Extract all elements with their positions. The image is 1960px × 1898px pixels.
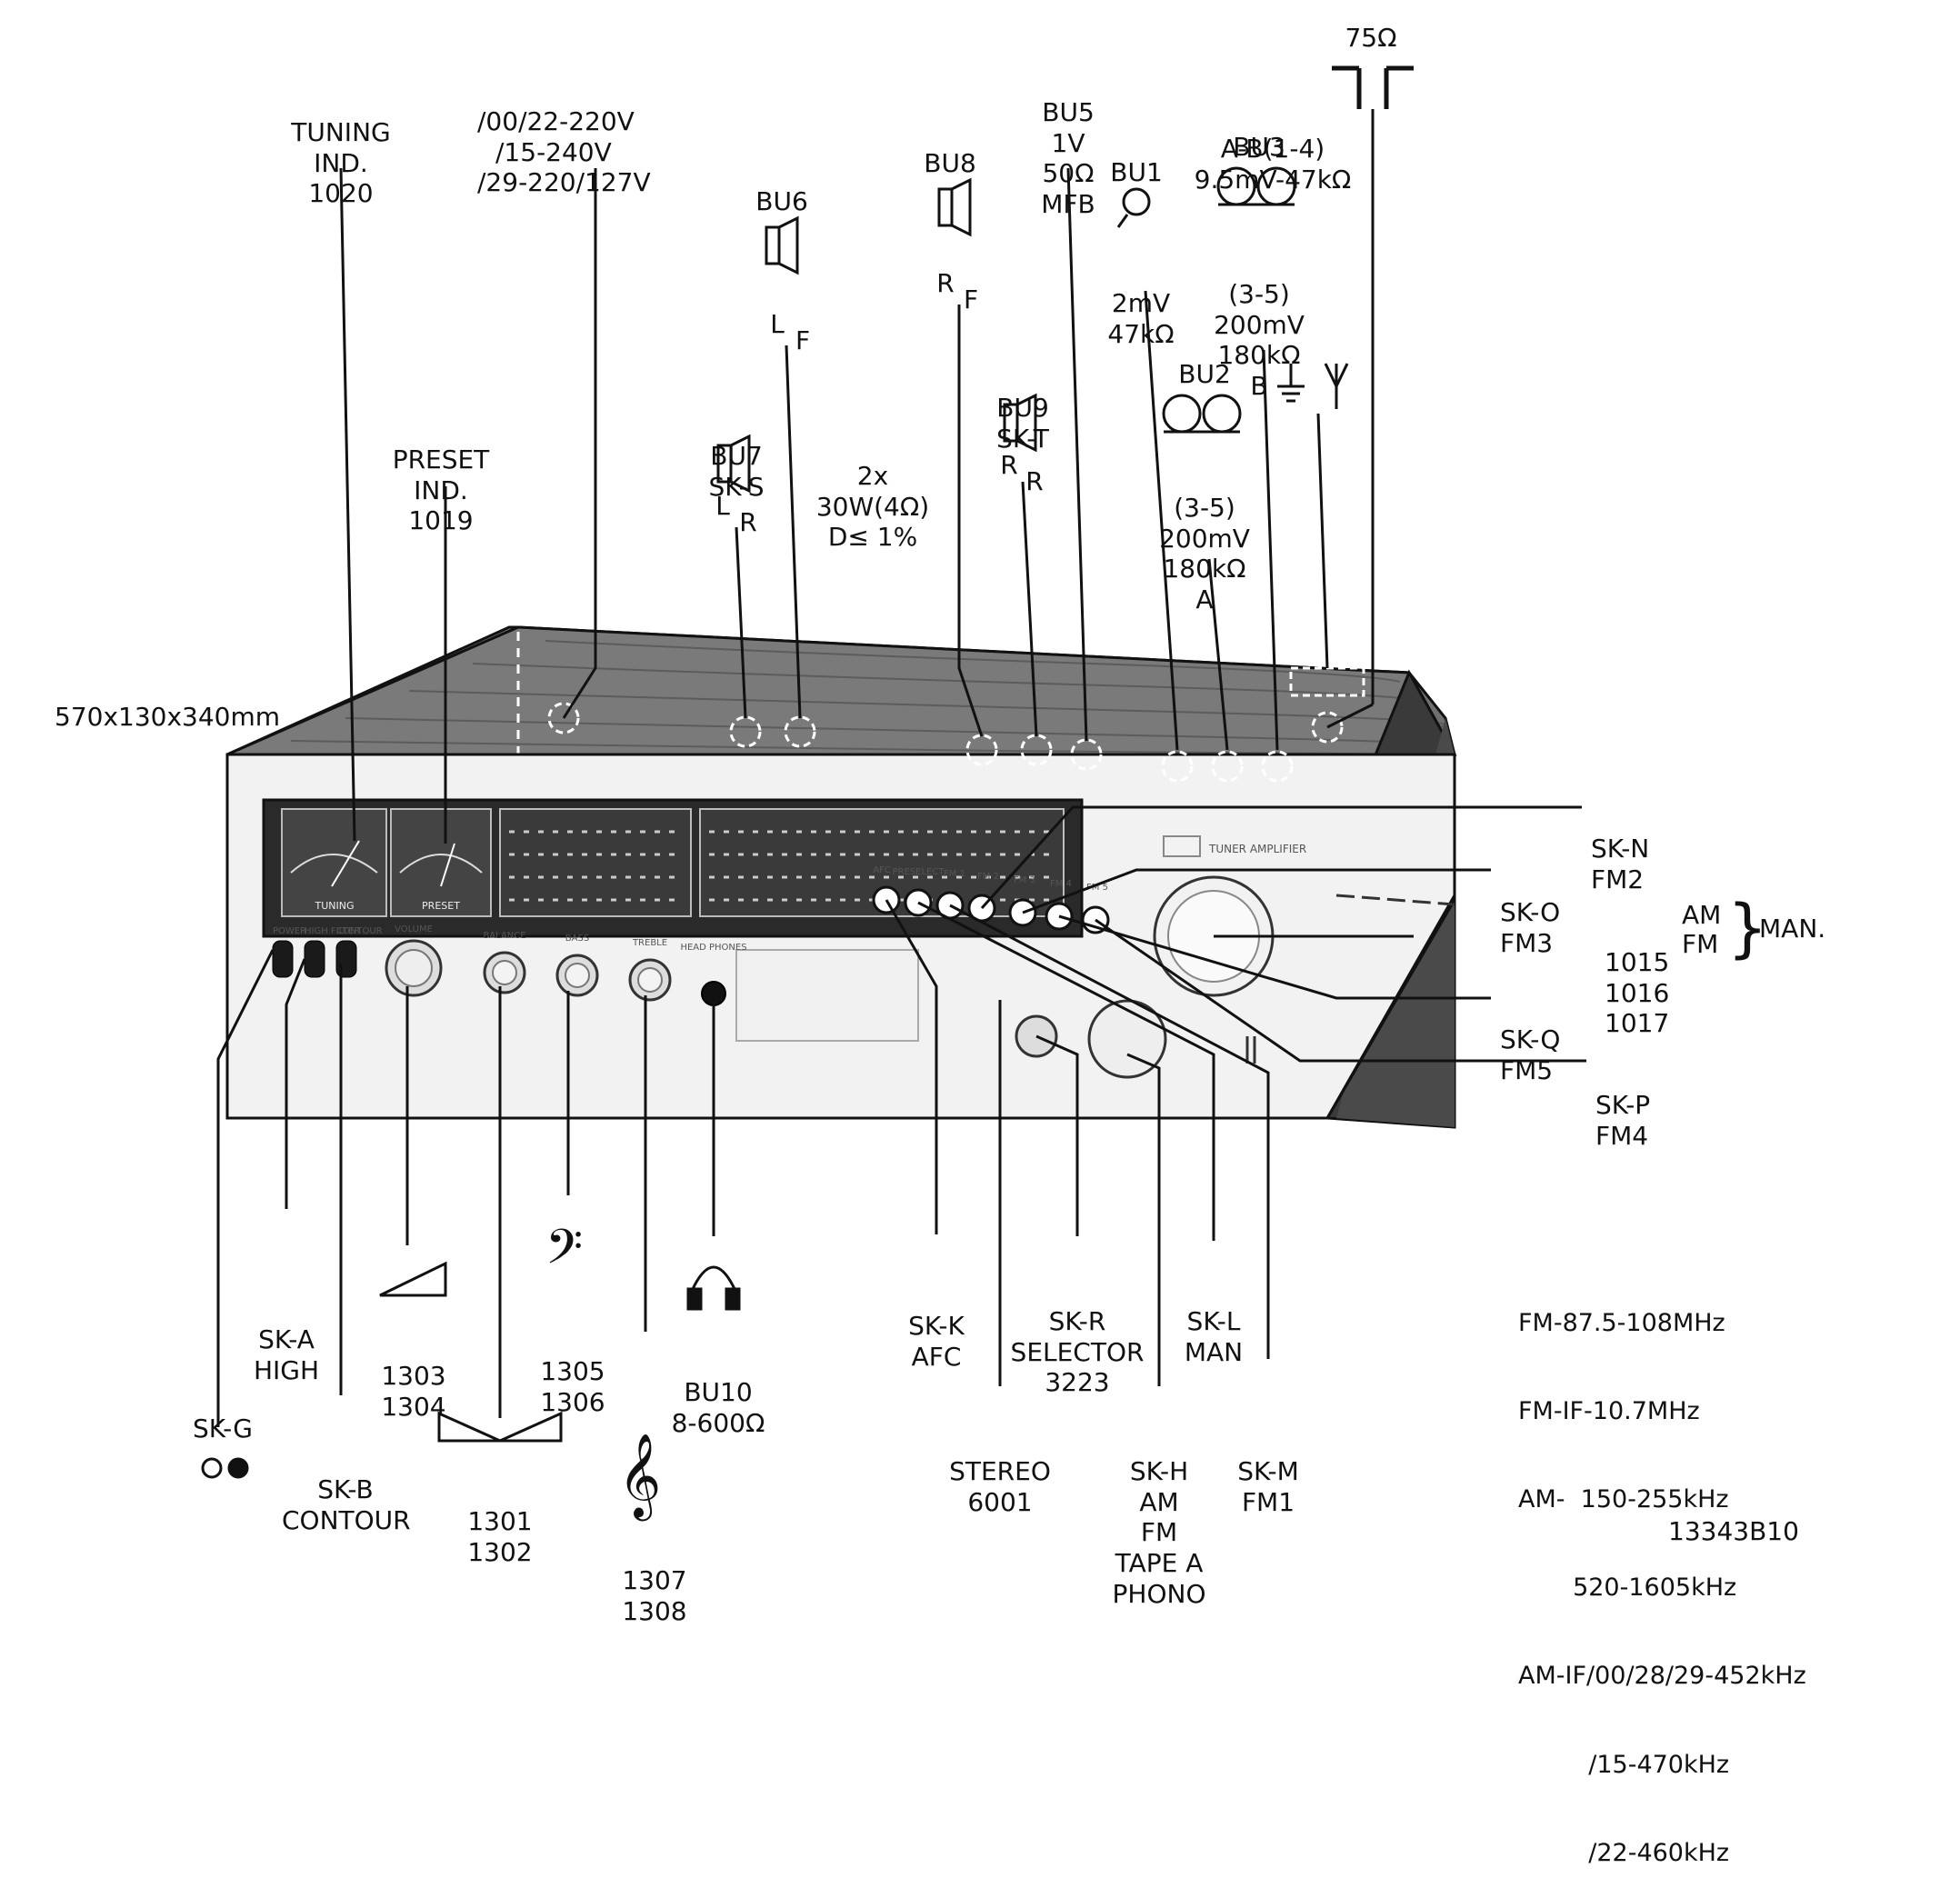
high-filter-switch: HIGH FILTER xyxy=(304,926,360,978)
mains-voltage-label: /00/22-220V/15-240V/29-220/127V xyxy=(477,106,651,198)
bu1-label: BU1 xyxy=(1110,157,1163,187)
volume-wedge-icon xyxy=(379,1261,447,1297)
am-label: AM xyxy=(1682,900,1722,930)
panel-button-fm3: FM 3 xyxy=(1014,875,1035,885)
power-switch: POWER xyxy=(272,926,306,978)
bu6-label: BU6 xyxy=(755,186,808,216)
man-label: MAN. xyxy=(1759,914,1826,944)
left-rear-sub-label: R xyxy=(739,507,757,537)
panel-scale-tuning: TUNING xyxy=(315,900,355,912)
bu2-label: BU2 xyxy=(1178,359,1231,389)
bu8-label: BU8 xyxy=(924,148,976,178)
drawing-code: 13343B10 xyxy=(1668,1516,1799,1546)
left-front-label: L xyxy=(770,309,785,339)
panel-knob-contour: CONTOUR xyxy=(336,926,383,936)
fm-label: FM xyxy=(1682,929,1719,959)
frequency-specs: FM-87.5-108MHz FM-IF-10.7MHz AM- 150-255… xyxy=(1518,1308,1806,1867)
brace-icon: } xyxy=(1727,891,1768,965)
sk-g-label: SK-G xyxy=(192,1414,254,1443)
antenna-icon xyxy=(1324,363,1349,409)
left-front-sub-label: F xyxy=(795,325,811,355)
receiver-diagram: TUNING PRESET TUNER AMPLIFIER xyxy=(201,65,1768,1521)
balance-wedge-icon xyxy=(437,1411,501,1443)
front-controls: POWER HIGH FILTER CONTOUR VOLUME BALANCE… xyxy=(272,865,1275,1079)
receiver-body: TUNING PRESET TUNER AMPLIFIER xyxy=(225,625,1457,1129)
left-rear-label: L xyxy=(715,491,730,521)
leader-lines xyxy=(216,109,1586,1427)
tuning-meter xyxy=(281,808,387,917)
panel-knob-volume: VOLUME xyxy=(395,924,433,934)
symbols xyxy=(201,65,1414,1479)
off-indicator-icon xyxy=(201,1457,223,1479)
ground-icon xyxy=(1277,364,1305,403)
panel-knob-balance: BALANCE xyxy=(483,931,525,941)
panel-knob-bass: BASS xyxy=(565,934,589,944)
microphone-icon xyxy=(1116,187,1151,228)
speaker-icon-bu9 xyxy=(1003,393,1037,453)
panel-button-fm1: FM 1 xyxy=(944,869,965,879)
on-indicator-icon xyxy=(227,1457,249,1479)
panel-knob-high-filter: HIGH FILTER xyxy=(305,926,360,936)
panel-scale-preset: PRESET xyxy=(422,900,460,912)
tape-reel-icon-bu3 xyxy=(1216,166,1296,206)
front-recess xyxy=(735,949,919,1042)
panel-knob-headphones: HEAD PHONES xyxy=(680,943,746,953)
panel-brand: TUNER AMPLIFIER xyxy=(1208,843,1306,855)
dimensions-label: 570x130x340mm xyxy=(55,702,281,732)
panel-button-fm2: FM 2 xyxy=(977,872,999,882)
right-front-label: R xyxy=(936,268,955,298)
headphones-icon xyxy=(686,1265,741,1311)
panel-button-afc: AFC xyxy=(873,865,891,875)
tape-reel-icon-bu2 xyxy=(1162,394,1242,434)
bass-clef-icon: 𝄢 xyxy=(545,1220,583,1287)
right-front-sub-label: F xyxy=(963,285,979,315)
panel-knob-treble: TREBLE xyxy=(632,938,667,948)
dial-scale-left xyxy=(499,808,692,917)
panel-button-fm4: FM 4 xyxy=(1050,879,1072,889)
bu3-label: BU3 xyxy=(1233,132,1285,162)
right-rear-label: R xyxy=(1000,450,1018,480)
treble-clef-icon: 𝄞 xyxy=(618,1433,661,1521)
ohm-75-label: 75Ω xyxy=(1345,23,1397,53)
speaker-icon-bu7 xyxy=(716,434,751,494)
speaker-icon-bu8 xyxy=(937,177,972,237)
speaker-icon-bu6 xyxy=(765,215,799,275)
panel-button-preselect: PRESELECT xyxy=(893,867,945,877)
ab-socket-label: A-B(1-4)9.5mV-47kΩ xyxy=(1194,134,1352,195)
preset-meter xyxy=(390,808,492,917)
right-rear-sub-label: R xyxy=(1025,466,1044,496)
panel-knob-power: POWER xyxy=(273,926,306,936)
panel-button-fm5: FM 5 xyxy=(1086,883,1108,893)
coax-connector-icon xyxy=(1332,65,1414,109)
